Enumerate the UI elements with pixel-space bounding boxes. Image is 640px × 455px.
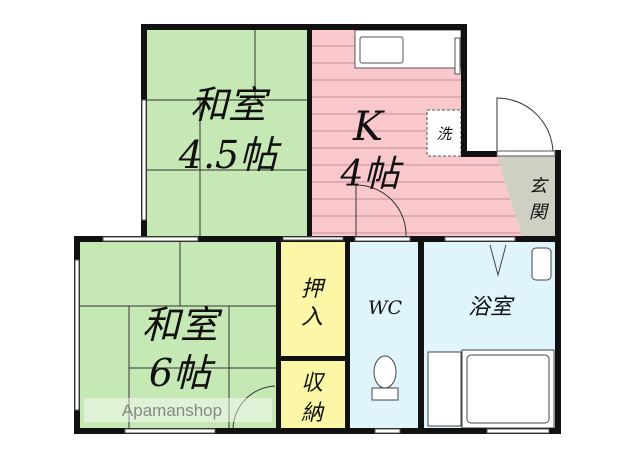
washer-label: 洗 xyxy=(436,125,453,143)
watermark-band xyxy=(84,398,272,422)
room-bath xyxy=(424,241,557,430)
room-name-kitchen: K xyxy=(352,104,385,150)
tatami-lines xyxy=(146,29,310,239)
genkan-label-1: 玄 xyxy=(529,176,550,197)
room-size-kitchen: 4帖 xyxy=(340,154,405,195)
room-kitchen xyxy=(312,29,522,238)
door-swing xyxy=(232,385,276,431)
room-name-washitsu-4-5: 和室 xyxy=(190,83,271,127)
room-size-washitsu-6: 6帖 xyxy=(149,351,216,395)
tatami-lines xyxy=(79,241,278,430)
toilet-icon xyxy=(373,355,397,389)
genkan-label-2: 関 xyxy=(529,202,550,223)
room-name-bath: 浴室 xyxy=(468,295,515,320)
bath-shelf xyxy=(427,351,462,427)
room-wc xyxy=(350,241,420,430)
sink xyxy=(359,36,404,64)
room-size-washitsu-4-5: 4.5帖 xyxy=(178,133,282,177)
room-washitsu-6 xyxy=(79,241,278,431)
watermark: Apamanshop xyxy=(122,401,222,420)
shuno-label-1: 収 xyxy=(301,371,326,396)
oshiire-label-2: 入 xyxy=(301,305,323,330)
washer-space xyxy=(426,109,462,157)
room-oshiire xyxy=(280,241,346,358)
door-swing xyxy=(355,184,407,238)
room-genkan xyxy=(496,97,557,237)
sink-icon xyxy=(531,247,552,281)
room-name-washitsu-6: 和室 xyxy=(142,303,223,347)
windows xyxy=(74,37,556,434)
oshiire-label-1: 押 xyxy=(301,277,326,302)
room-washitsu-4-5 xyxy=(146,29,310,239)
shuno-label-2: 納 xyxy=(301,401,325,426)
room-name-wc: WC xyxy=(368,297,403,319)
entrance-door-swing xyxy=(496,97,554,153)
room-shuno xyxy=(280,361,346,430)
